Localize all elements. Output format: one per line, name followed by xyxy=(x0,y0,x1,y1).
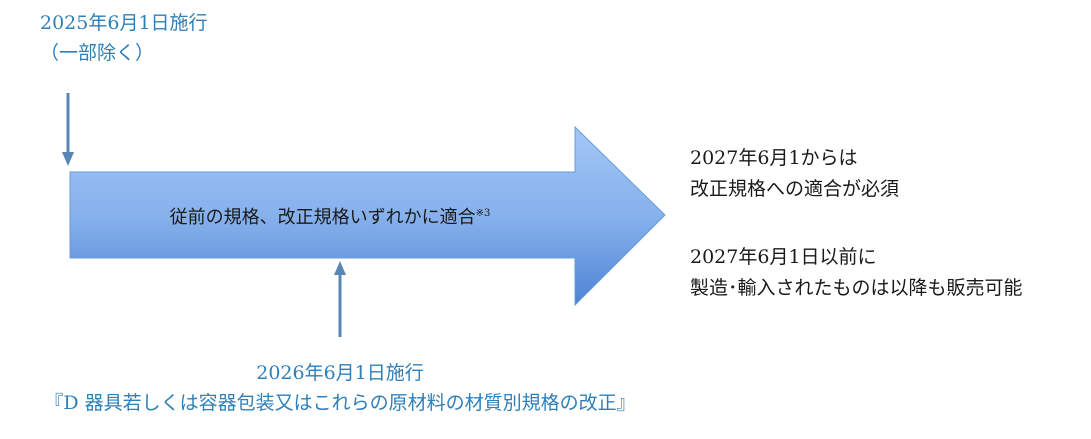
start-date-label: 2025年6月1日施行 xyxy=(40,12,208,34)
start-date-note: 2025年6月1日施行 （一部除く） xyxy=(40,8,208,68)
start-date-exception: （一部除く） xyxy=(40,42,155,64)
grandfather-note: 2027年6月1日以前に 製造･輸入されたものは以降も販売可能 xyxy=(690,242,1023,304)
main-timeline-arrow xyxy=(69,125,666,307)
grandfather-date: 2027年6月1日以前に xyxy=(690,246,877,268)
deadline-date: 2027年6月1からは xyxy=(690,147,858,169)
arrow-label: 従前の規格、改正規格いずれかに適合※3 xyxy=(80,205,580,231)
deadline-note: 2027年6月1からは 改正規格への適合が必須 xyxy=(690,143,899,205)
arrow-label-text: 従前の規格、改正規格いずれかに適合 xyxy=(169,207,476,228)
mid-pointer-arrow xyxy=(334,261,346,337)
start-pointer-arrow xyxy=(62,93,74,166)
grandfather-detail: 製造･輸入されたものは以降も販売可能 xyxy=(690,277,1023,299)
mid-date-label: 2026年6月1日施行 xyxy=(256,362,424,384)
footnote-mark: ※3 xyxy=(475,208,491,219)
deadline-requirement: 改正規格への適合が必須 xyxy=(690,178,900,200)
mid-date-title: 『D 器具若しくは容器包装又はこれらの原材料の材質別規格の改正』 xyxy=(44,392,636,414)
mid-date-note: 2026年6月1日施行 『D 器具若しくは容器包装又はこれらの原材料の材質別規格… xyxy=(0,358,680,418)
